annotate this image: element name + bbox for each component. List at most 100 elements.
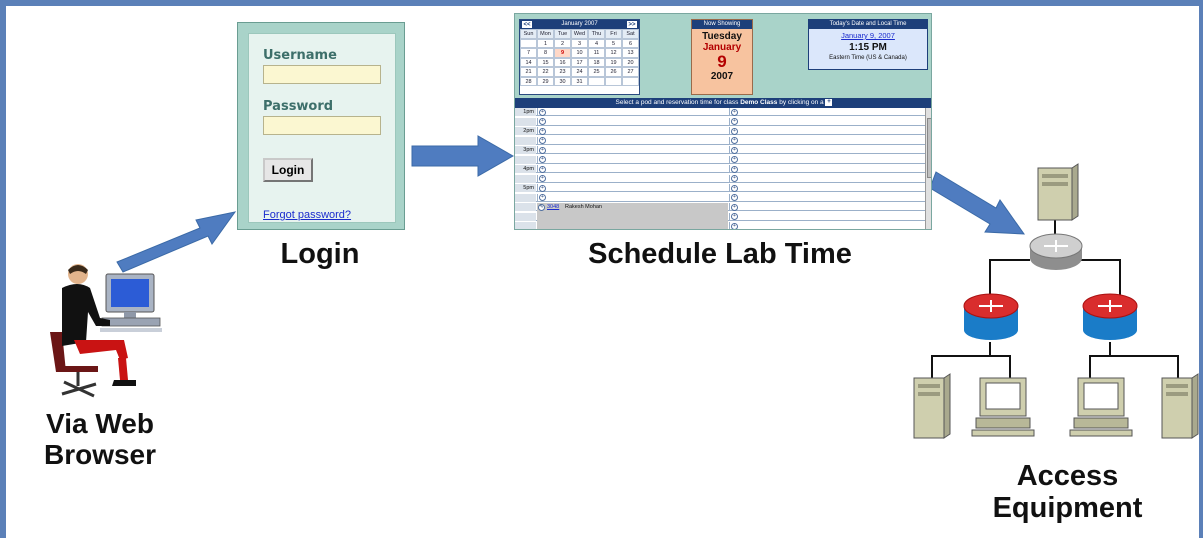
calendar-next-button[interactable]: >> xyxy=(626,20,638,29)
add-reservation-icon[interactable]: + xyxy=(539,108,546,116)
add-reservation-icon[interactable]: + xyxy=(731,222,738,229)
add-reservation-icon[interactable]: + xyxy=(731,146,738,154)
calendar-weekday-label: Thu xyxy=(588,29,605,39)
pod-slot[interactable]: + xyxy=(729,146,925,154)
calendar-weekday-label: Sat xyxy=(622,29,639,39)
network-equipment-diagram xyxy=(913,163,1199,439)
pod-slot[interactable]: + xyxy=(537,193,729,202)
local-time-value: 1:15 PM xyxy=(849,42,887,53)
calendar-day[interactable]: 24 xyxy=(571,67,588,77)
login-form: Username Password Login Forgot password? xyxy=(248,33,396,223)
caption-equipment: Access Equipment xyxy=(955,460,1180,525)
add-reservation-icon[interactable]: + xyxy=(731,203,738,211)
add-reservation-icon[interactable]: + xyxy=(539,184,546,192)
add-reservation-icon[interactable]: + xyxy=(731,137,738,144)
calendar-day[interactable]: 15 xyxy=(537,57,554,67)
calendar-day[interactable]: 18 xyxy=(588,57,605,67)
add-reservation-icon[interactable]: + xyxy=(731,184,738,192)
add-reservation-icon[interactable]: + xyxy=(539,118,546,125)
calendar-day[interactable]: 11 xyxy=(588,48,605,58)
add-reservation-icon[interactable]: + xyxy=(731,118,738,125)
pod-slot[interactable]: + xyxy=(729,193,925,202)
reservation-block[interactable]: ✎3048 Rakesh Mohan xyxy=(537,203,728,229)
calendar-day[interactable]: 3 xyxy=(571,38,588,48)
calendar-day[interactable]: 12 xyxy=(605,48,622,58)
add-reservation-icon[interactable]: + xyxy=(539,165,546,173)
calendar-day[interactable]: 8 xyxy=(537,48,554,58)
add-reservation-icon[interactable]: + xyxy=(731,108,738,116)
edit-reservation-icon[interactable]: ✎ xyxy=(538,203,545,211)
calendar-day[interactable]: 26 xyxy=(605,67,622,77)
pod-slot[interactable]: + xyxy=(729,222,925,229)
calendar-day[interactable]: 23 xyxy=(554,67,571,77)
add-reservation-icon[interactable]: + xyxy=(539,137,546,144)
calendar-day[interactable]: 17 xyxy=(571,57,588,67)
caption-browser-text: Via Web Browser xyxy=(43,408,157,471)
pod-slot[interactable]: + xyxy=(729,203,925,211)
forgot-password-link[interactable]: Forgot password? xyxy=(263,209,352,221)
calendar-day[interactable]: 20 xyxy=(622,57,639,67)
reservation-id-link[interactable]: 3048 xyxy=(547,204,560,210)
calendar-day[interactable]: 1 xyxy=(537,38,554,48)
calendar-day[interactable]: 19 xyxy=(605,57,622,67)
pod-slot[interactable]: + xyxy=(537,127,729,135)
pod-slot[interactable]: + xyxy=(729,117,925,126)
pod-slot[interactable]: + xyxy=(537,155,729,164)
pod-slot[interactable]: + xyxy=(537,184,729,192)
calendar-day[interactable]: 2 xyxy=(554,38,571,48)
calendar-day[interactable]: 6 xyxy=(622,38,639,48)
username-field[interactable] xyxy=(263,65,381,84)
calendar-day[interactable]: 16 xyxy=(554,57,571,67)
add-reservation-icon[interactable]: + xyxy=(731,127,738,135)
pod-slot[interactable]: + xyxy=(729,108,925,116)
add-reservation-icon[interactable]: + xyxy=(539,175,546,182)
calendar-day[interactable]: 29 xyxy=(537,76,554,86)
calendar-day[interactable]: 5 xyxy=(605,38,622,48)
add-reservation-icon[interactable]: + xyxy=(539,146,546,154)
slots-scrollbar[interactable] xyxy=(925,108,931,229)
calendar-day[interactable]: 21 xyxy=(520,67,537,77)
pod-slot[interactable]: + xyxy=(729,155,925,164)
pod-slot[interactable]: + xyxy=(537,146,729,154)
pod-slot[interactable]: + xyxy=(537,136,729,145)
calendar-day[interactable]: 7 xyxy=(520,48,537,58)
calendar-day[interactable]: 4 xyxy=(588,38,605,48)
reservation-owner-name: Rakesh Mohan xyxy=(565,204,602,210)
pod-slot[interactable]: + xyxy=(537,174,729,183)
time-label: 2pm xyxy=(515,127,536,135)
calendar-day[interactable]: 31 xyxy=(571,76,588,86)
pod-slot[interactable]: + xyxy=(537,117,729,126)
time-slot-row: ++ xyxy=(515,174,925,183)
add-reservation-icon[interactable]: + xyxy=(539,194,546,201)
add-reservation-icon[interactable]: + xyxy=(731,194,738,201)
calendar-day[interactable]: 13 xyxy=(622,48,639,58)
password-field[interactable] xyxy=(263,116,381,135)
pod-slot[interactable]: + xyxy=(729,212,925,221)
time-slot-row: ++ xyxy=(515,136,925,145)
pod-slot[interactable]: + xyxy=(729,184,925,192)
pod-slot[interactable]: + xyxy=(729,127,925,135)
pod-slot[interactable]: + xyxy=(729,174,925,183)
calendar-day[interactable]: 28 xyxy=(520,76,537,86)
pod-slot[interactable]: + xyxy=(537,108,729,116)
login-button[interactable]: Login xyxy=(263,158,313,182)
pod-slot[interactable]: + xyxy=(729,136,925,145)
add-reservation-icon[interactable]: + xyxy=(731,213,738,220)
scrollbar-thumb[interactable] xyxy=(927,118,931,178)
pod-slot[interactable]: + xyxy=(537,165,729,173)
calendar-day[interactable]: 22 xyxy=(537,67,554,77)
local-date-link[interactable]: January 9, 2007 xyxy=(841,31,895,40)
add-reservation-icon[interactable]: + xyxy=(539,156,546,163)
add-reservation-icon[interactable]: + xyxy=(731,156,738,163)
calendar-day[interactable]: 14 xyxy=(520,57,537,67)
calendar-day[interactable]: 10 xyxy=(571,48,588,58)
add-reservation-icon[interactable]: + xyxy=(731,175,738,182)
calendar-day[interactable]: 27 xyxy=(622,67,639,77)
pod-slot[interactable]: + xyxy=(729,165,925,173)
calendar-day[interactable]: 30 xyxy=(554,76,571,86)
calendar-prev-button[interactable]: << xyxy=(521,20,533,29)
calendar-day[interactable]: 25 xyxy=(588,67,605,77)
calendar-day[interactable]: 9 xyxy=(554,48,571,58)
add-reservation-icon[interactable]: + xyxy=(731,165,738,173)
add-reservation-icon[interactable]: + xyxy=(539,127,546,135)
